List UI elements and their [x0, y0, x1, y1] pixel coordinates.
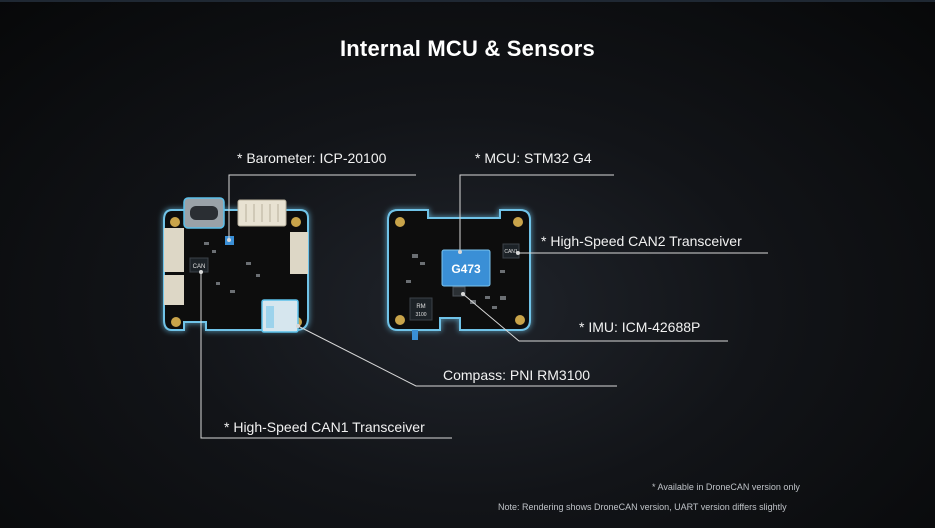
mounting-hole: [171, 317, 181, 327]
compass-label: Compass: PNI RM3100: [443, 367, 591, 383]
top-border: [0, 0, 935, 2]
can2-pointer-dot: [516, 251, 520, 255]
rm-chip-text: RM: [416, 304, 425, 310]
mounting-hole: [291, 217, 301, 227]
mcu-leader-line: [459, 174, 614, 252]
imu-leader-line: [462, 293, 728, 342]
barometer-pointer-dot: [227, 238, 231, 242]
mounting-hole: [170, 217, 180, 227]
rendering-footnote: Note: Rendering shows DroneCAN version, …: [498, 502, 787, 512]
board-tab: [412, 330, 418, 340]
mounting-hole: [395, 217, 405, 227]
jst-connector-left-lower: [164, 275, 184, 305]
imu-pointer-dot: [461, 292, 465, 296]
mounting-hole: [395, 315, 405, 325]
right-circuit-board: G473 CAN1 RM 3100: [387, 209, 531, 340]
rm-chip-subtext: 3100: [415, 312, 426, 318]
imu-label: * IMU: ICM-42688P: [579, 319, 701, 335]
mcu-chip-text: G473: [451, 262, 481, 276]
compass-leader-line: [297, 325, 617, 387]
can1-leader-line: [200, 272, 452, 439]
availability-footnote: * Available in DroneCAN version only: [652, 482, 800, 492]
mcu-pointer-dot: [458, 250, 462, 254]
compass-pointer-dot: [296, 324, 300, 328]
mounting-hole: [513, 217, 523, 227]
barometer-label: * Barometer: ICP-20100: [237, 150, 387, 166]
mcu-label: * MCU: STM32 G4: [475, 150, 592, 166]
can1-pointer-dot: [199, 270, 203, 274]
can2-label: * High-Speed CAN2 Transceiver: [541, 233, 742, 249]
page-title: Internal MCU & Sensors: [339, 36, 595, 61]
can1-label: * High-Speed CAN1 Transceiver: [224, 419, 425, 435]
compass-chip: [409, 297, 433, 321]
barometer-leader-line: [228, 174, 416, 240]
usb-c-port: [190, 206, 218, 220]
imu-chip: [452, 286, 466, 297]
mounting-hole: [515, 315, 525, 325]
can1-chip-text: CAN1: [504, 249, 518, 255]
jst-connector-right: [290, 232, 308, 274]
can-chip-text: CAN: [193, 264, 206, 270]
mcu-chip: [441, 249, 491, 287]
left-circuit-board: CAN: [163, 197, 309, 333]
can2-transceiver-chip: [502, 243, 520, 259]
jst-connector-left-upper: [164, 228, 184, 272]
